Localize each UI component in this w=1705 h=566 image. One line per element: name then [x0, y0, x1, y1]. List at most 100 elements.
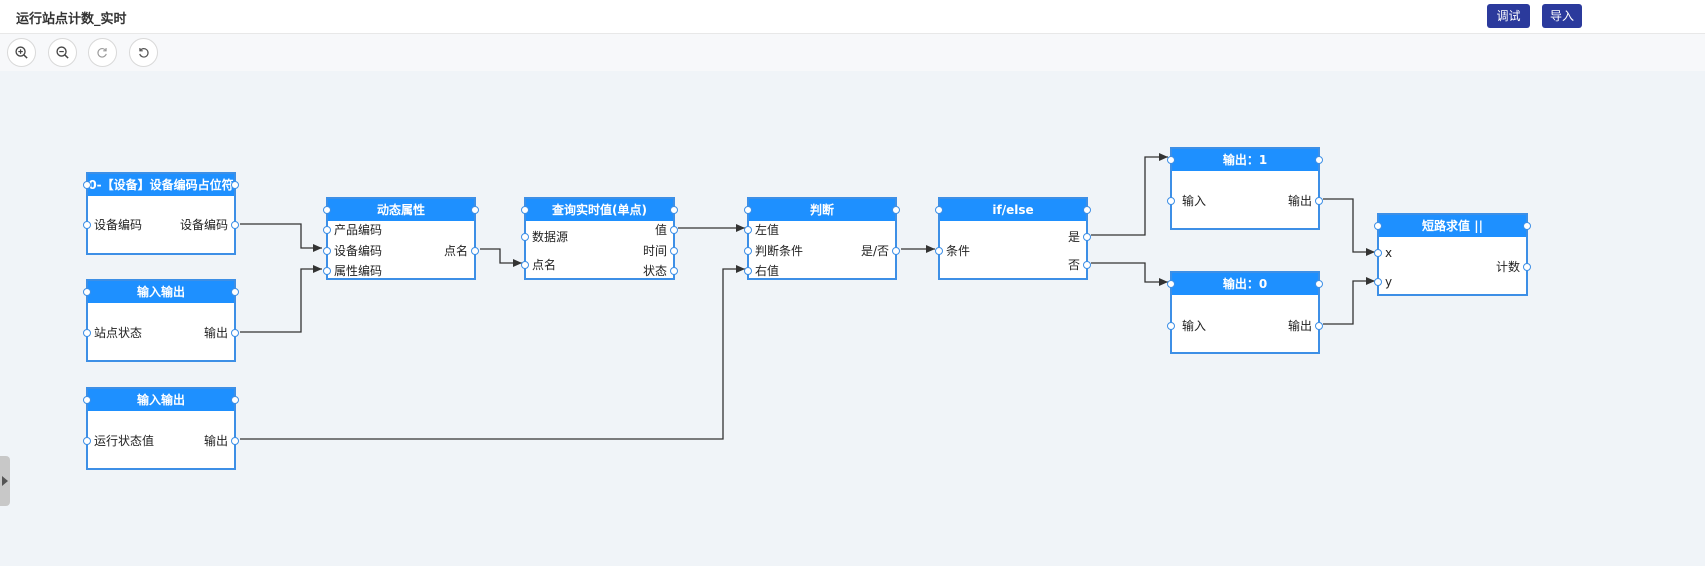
input-port[interactable]	[1374, 278, 1382, 286]
node-port[interactable]	[323, 206, 331, 214]
node-if-else[interactable]: if/else 条件 是 否	[935, 197, 1091, 280]
input-port[interactable]	[83, 329, 91, 337]
output-label: 输出	[1287, 194, 1312, 208]
node-port[interactable]	[1315, 280, 1323, 288]
input-label: 运行状态值	[94, 434, 155, 448]
output-label: 输出	[1287, 319, 1312, 333]
input-label: 判断条件	[755, 244, 804, 258]
node-port[interactable]	[83, 288, 91, 296]
output-port[interactable]	[1315, 197, 1323, 205]
node-port[interactable]	[744, 206, 752, 214]
node-port[interactable]	[935, 206, 943, 214]
node-io-station[interactable]: 输入输出 站点状态 输出	[83, 279, 239, 362]
import-button[interactable]: 导入	[1542, 4, 1582, 28]
node-port[interactable]	[1315, 156, 1323, 164]
input-port[interactable]	[323, 267, 331, 275]
node-port[interactable]	[471, 206, 479, 214]
input-label: 右值	[755, 264, 780, 278]
node-port[interactable]	[521, 206, 529, 214]
flow-canvas[interactable]	[0, 71, 1705, 566]
input-port[interactable]	[744, 247, 752, 255]
node-query-realtime[interactable]: 查询实时值(单点) 数据源 点名 值 时间 状态	[521, 197, 678, 280]
output-label: 否	[1067, 258, 1080, 272]
output-port[interactable]	[231, 329, 239, 337]
input-port[interactable]	[744, 267, 752, 275]
input-port[interactable]	[1374, 249, 1382, 257]
node-title: 输出：1	[1172, 149, 1318, 171]
node-port[interactable]	[1374, 222, 1382, 230]
output-label: 时间	[642, 244, 667, 258]
output-port[interactable]	[892, 247, 900, 255]
node-port[interactable]	[1523, 222, 1531, 230]
input-label: 设备编码	[94, 218, 143, 232]
node-port[interactable]	[231, 396, 239, 404]
input-port[interactable]	[521, 261, 529, 269]
output-label: 输出	[203, 326, 228, 340]
toolbar	[0, 34, 1705, 71]
node-port[interactable]	[892, 206, 900, 214]
node-port[interactable]	[83, 181, 91, 189]
node-port[interactable]	[231, 181, 239, 189]
input-port[interactable]	[83, 221, 91, 229]
node-title: 输入输出	[88, 389, 234, 411]
input-label: 点名	[532, 258, 557, 272]
top-bar: 运行站点计数_实时 调试 导入	[0, 0, 1705, 34]
output-label: 点名	[443, 244, 468, 258]
input-label: 左值	[755, 223, 780, 237]
node-port[interactable]	[83, 396, 91, 404]
node-port[interactable]	[1083, 206, 1091, 214]
output-label: 状态	[642, 264, 667, 278]
input-port[interactable]	[323, 226, 331, 234]
output-port[interactable]	[1523, 263, 1531, 271]
page-title: 运行站点计数_实时	[16, 12, 127, 27]
output-port[interactable]	[670, 226, 678, 234]
node-output-0[interactable]: 输出：0 输入 输出	[1167, 271, 1323, 354]
redo-icon	[97, 48, 107, 58]
zoom-in-button[interactable]	[7, 38, 36, 67]
input-port[interactable]	[744, 226, 752, 234]
input-label: 属性编码	[334, 264, 383, 278]
node-judge[interactable]: 判断 左值 判断条件 右值 是/否	[744, 197, 900, 280]
redo-button[interactable]	[88, 38, 117, 67]
output-port[interactable]	[1315, 322, 1323, 330]
output-label: 是/否	[860, 244, 889, 258]
input-port[interactable]	[83, 437, 91, 445]
node-short-circuit-or[interactable]: 短路求值 || x y 计数	[1374, 213, 1531, 296]
input-port[interactable]	[323, 247, 331, 255]
node-title: 输入输出	[88, 281, 234, 303]
zoom-out-button[interactable]	[48, 38, 77, 67]
input-port[interactable]	[1167, 197, 1175, 205]
input-port[interactable]	[1167, 322, 1175, 330]
output-label: 设备编码	[179, 218, 228, 232]
input-label: 输入	[1182, 319, 1207, 333]
input-label: 条件	[946, 244, 971, 258]
input-label: 产品编码	[334, 223, 383, 237]
output-label: 输出	[203, 434, 228, 448]
input-label: 站点状态	[94, 326, 143, 340]
node-title: 动态属性	[328, 199, 474, 221]
node-output-1[interactable]: 输出：1 输入 输出	[1167, 147, 1323, 230]
input-label: 数据源	[532, 230, 569, 244]
node-title: 判断	[749, 199, 895, 221]
output-port[interactable]	[1083, 233, 1091, 241]
output-port[interactable]	[231, 221, 239, 229]
output-port[interactable]	[231, 437, 239, 445]
input-port[interactable]	[935, 247, 943, 255]
side-panel-toggle[interactable]	[0, 456, 10, 506]
input-port[interactable]	[521, 233, 529, 241]
input-label: x	[1385, 246, 1393, 260]
output-port[interactable]	[670, 247, 678, 255]
node-placeholder[interactable]: 0-【设备】设备编码占位符 设备编码 设备编码	[83, 172, 239, 255]
undo-button[interactable]	[129, 38, 158, 67]
node-io-run-state[interactable]: 输入输出 运行状态值 输出	[83, 387, 239, 470]
node-port[interactable]	[670, 206, 678, 214]
node-port[interactable]	[1167, 280, 1175, 288]
output-port[interactable]	[471, 247, 479, 255]
debug-button[interactable]: 调试	[1487, 4, 1530, 28]
zoom-in-icon	[15, 46, 28, 59]
node-dynamic-attribute[interactable]: 动态属性 产品编码 设备编码 属性编码 点名	[323, 197, 479, 280]
node-port[interactable]	[1167, 156, 1175, 164]
node-port[interactable]	[231, 288, 239, 296]
output-port[interactable]	[1083, 261, 1091, 269]
output-port[interactable]	[670, 267, 678, 275]
